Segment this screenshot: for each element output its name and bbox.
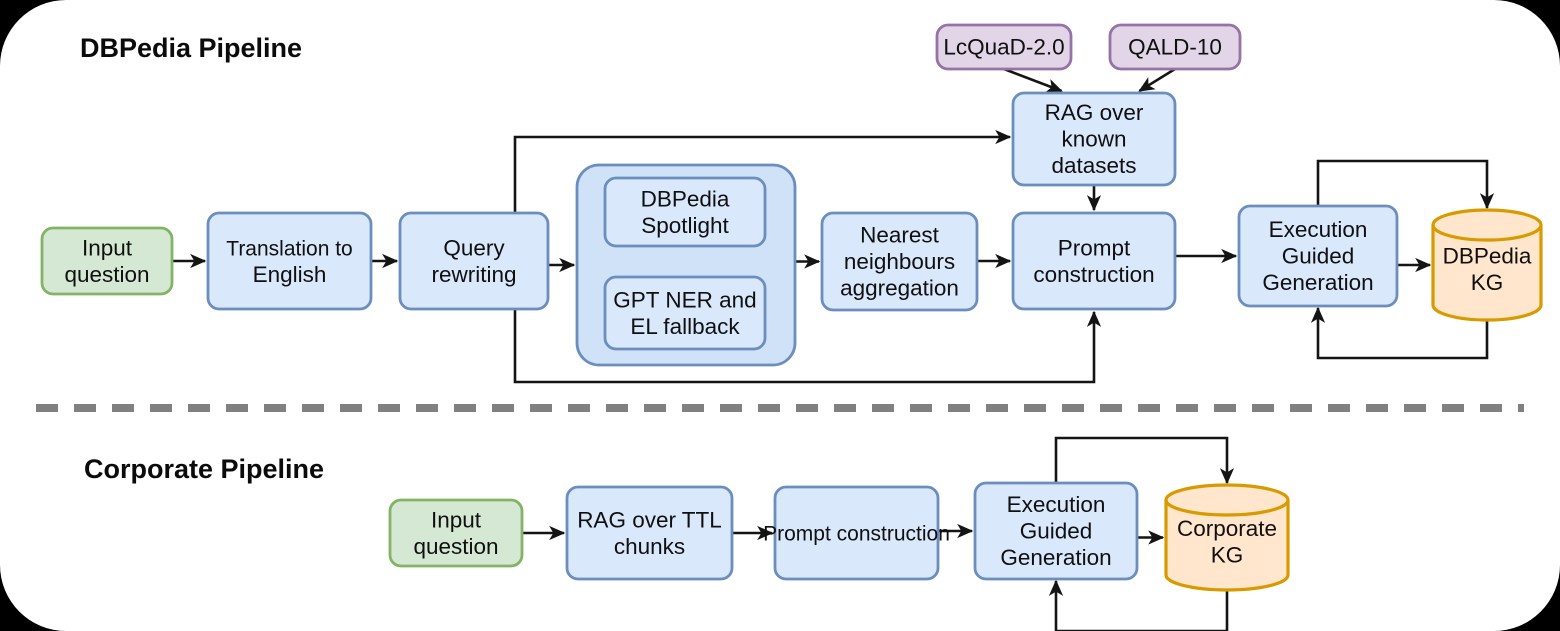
node-label: construction [1033,262,1154,287]
edge-e-qald-rag [1138,67,1176,93]
node-label: Nearest [860,223,940,248]
node-shape [820,211,979,312]
edge-e-lcquad-rag [1003,67,1063,93]
node-label: Guided [1020,519,1093,544]
dbpedia-pipeline-title: DBPedia Pipeline [80,33,302,63]
node-shape [973,481,1139,581]
node-label: Prompt [1058,235,1131,260]
edge-ce-kg-exec-bottom [1048,579,1229,631]
node-label: LcQuaD-2.0 [943,35,1064,60]
node-label: question [64,262,149,287]
cylinder-top-ellipse [1431,224,1543,242]
node-label: English [253,262,327,287]
node-label: datasets [1051,153,1136,178]
node-shape [603,275,767,351]
node-label: DBPedia [1443,243,1532,268]
node-label: Input [431,507,482,532]
node-qald[interactable]: QALD-10 [1108,23,1242,71]
node-label: KG [1471,270,1504,295]
node-shape [206,211,373,311]
node-label: Execution [1007,492,1106,517]
cylinder-body [1164,483,1290,592]
node-shape [773,485,940,581]
edge-e-execution-kg-top [1316,159,1495,210]
node-label: known [1061,127,1126,152]
node-label: RAG over TTL [577,507,722,532]
node-label: Generation [1000,545,1111,570]
node-label: rewriting [431,262,516,287]
edge-e-query-prompt [513,261,1102,384]
node-label: Query [443,235,505,260]
node-shape [1108,23,1242,71]
node-label: Input [82,235,133,260]
corporate-pipeline-title: Corporate Pipeline [84,454,324,484]
edge-e-kg-execution-bottom [1310,306,1489,360]
node-shape [388,498,524,568]
node-lcquad[interactable]: LcQuaD-2.0 [935,23,1073,71]
node-shape [1011,91,1177,187]
node-shape [1237,204,1399,308]
node-shape [565,485,734,581]
node-label: question [413,534,498,559]
cylinder-top-ellipse [1164,499,1290,517]
node-label: KG [1211,542,1244,567]
node-shape [398,211,550,311]
node-shape [40,226,174,296]
node-label: Prompt construction [763,523,950,546]
node-label: RAG over [1045,100,1144,125]
node-label: aggregation [840,276,959,301]
node-label: DBPedia [641,186,730,211]
node-label: Guided [1282,244,1355,269]
node-label: Corporate [1177,516,1277,541]
node-label: Translation to [226,237,352,260]
node-shape [935,23,1073,71]
edge-ce-exec-kg-top [1054,436,1235,485]
node-label: QALD-10 [1128,35,1222,60]
node-label: Spotlight [641,213,729,238]
node-label: GPT NER and [613,287,756,312]
node-shape [603,176,767,248]
node-label: EL fallback [630,314,740,339]
node-label: Generation [1262,270,1373,295]
node-label: Execution [1269,217,1368,242]
node-label: neighbours [844,249,955,274]
node-shape [1011,211,1177,311]
node-c-prompt-construction[interactable]: Prompt construction [763,485,950,581]
node-label: chunks [614,534,685,559]
